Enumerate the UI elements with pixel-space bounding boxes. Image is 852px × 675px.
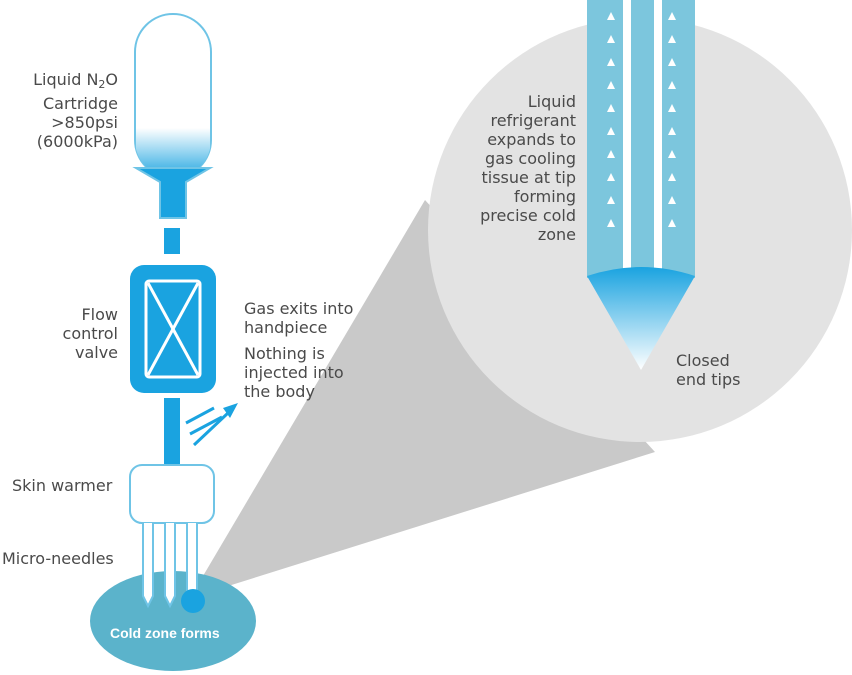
- enlarged-needle: [587, 0, 695, 370]
- zoom-cone: [190, 200, 655, 598]
- tube-segment: [164, 398, 180, 464]
- nothing-injected-label: Nothing is injected into the body: [244, 344, 344, 401]
- tube-segment: [164, 228, 180, 254]
- cartridge-icon: [132, 13, 214, 219]
- refrigerant-label: Liquid refrigerant expands to gas coolin…: [480, 92, 576, 244]
- cartridge-label: Liquid N2O Cartridge >850psi (6000kPa): [33, 70, 118, 151]
- micro-needles-icon: [142, 523, 198, 609]
- cold-zone-label: Cold zone forms: [110, 625, 220, 641]
- skin-warmer-label: Skin warmer: [12, 476, 113, 495]
- gas-exit-label: Gas exits into handpiece: [244, 299, 354, 337]
- cold-zone-ellipse: [90, 571, 256, 671]
- skin-warmer-icon: [129, 464, 215, 524]
- gas-exit-arrows: [185, 403, 238, 447]
- valve-icon: [130, 265, 216, 393]
- valve-label: Flow control valve: [62, 305, 118, 362]
- needle-tip-highlight: [181, 589, 205, 613]
- flow-arrows: [607, 12, 676, 227]
- micro-needles-label: Micro-needles: [2, 549, 114, 568]
- closed-tips-label: Closed end tips: [676, 351, 741, 389]
